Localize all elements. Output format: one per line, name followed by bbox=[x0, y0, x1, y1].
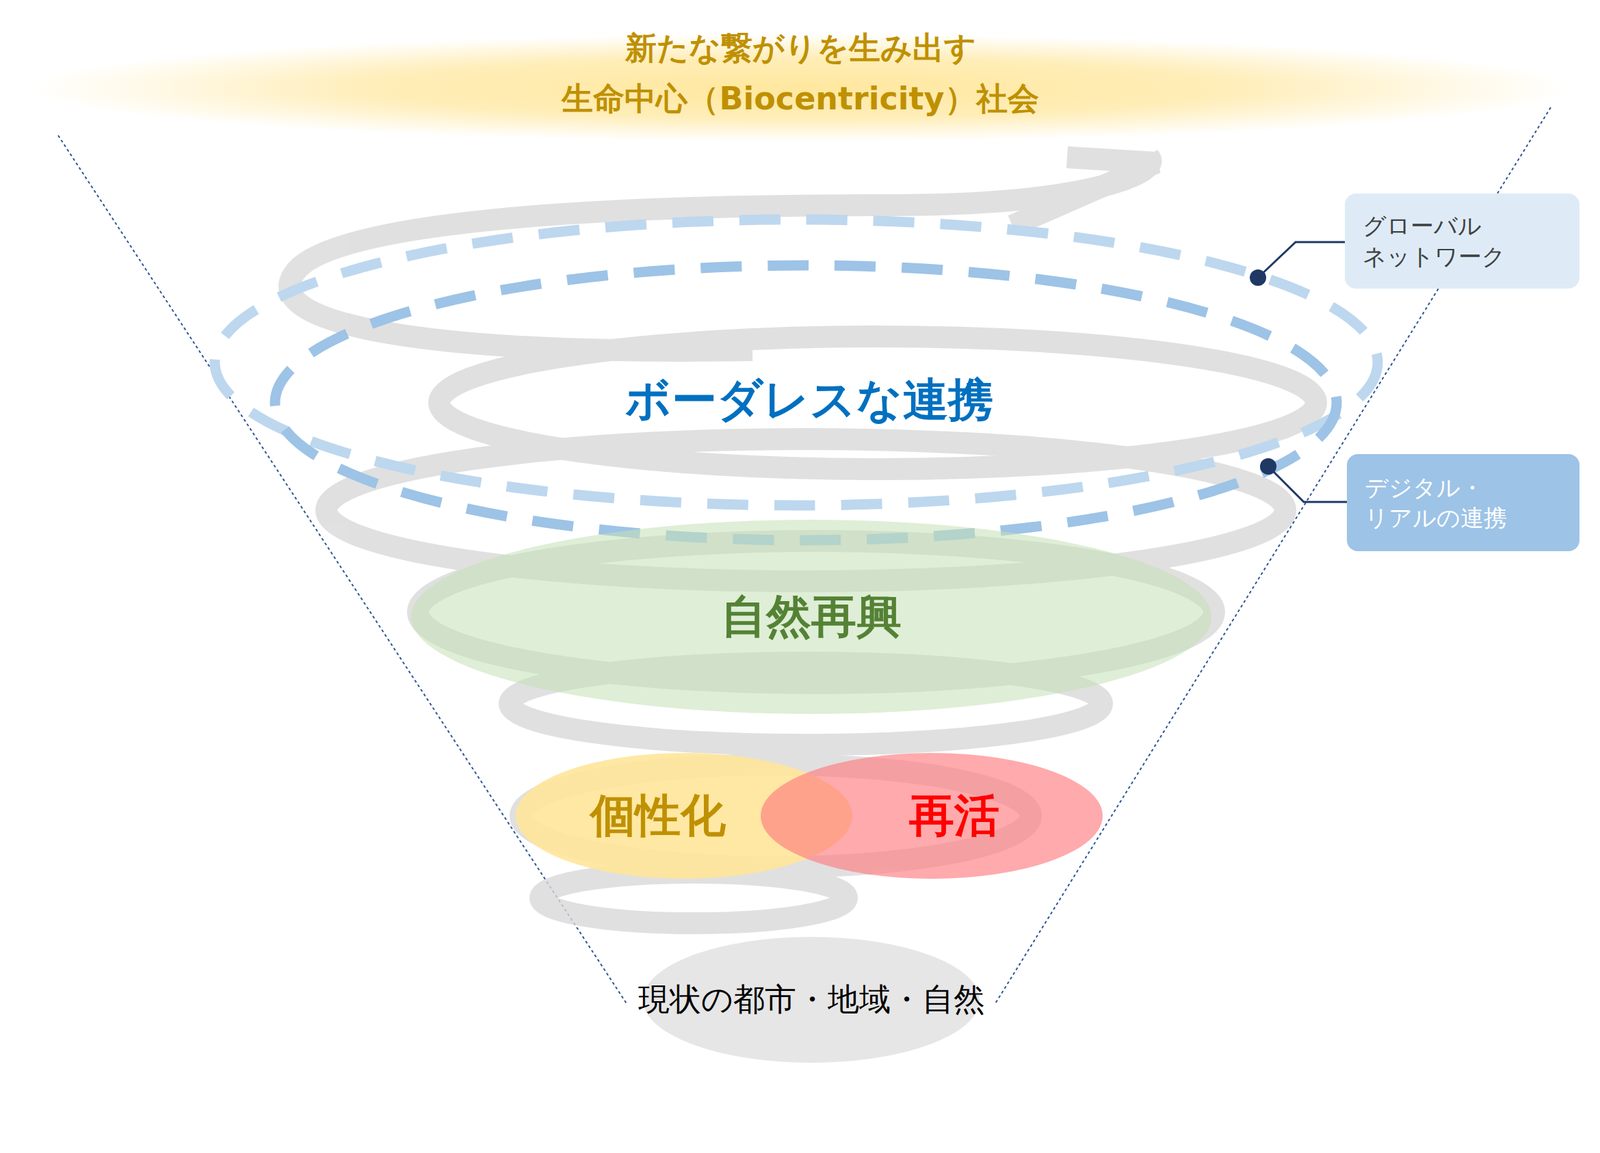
callout-box: グローバル ネットワーク bbox=[1344, 193, 1580, 289]
text-column: グローバル ネットワーク bbox=[1362, 210, 1568, 271]
spiral-ring bbox=[540, 872, 847, 924]
text-column: 個性化 bbox=[590, 788, 726, 843]
node-text: 再活 bbox=[909, 788, 1000, 843]
text-column: 再活 bbox=[909, 788, 1000, 843]
dashed-ring bbox=[274, 265, 1337, 541]
spiral-arrow bbox=[1012, 157, 1157, 226]
leader-dot bbox=[1260, 458, 1277, 475]
text-column: 自然再興 bbox=[720, 589, 902, 644]
node-text: グローバル ネットワーク bbox=[1362, 210, 1568, 271]
concept-ellipse bbox=[760, 753, 1103, 880]
text-column: 現状の都市・地域・自然 bbox=[638, 980, 986, 1019]
node-text: 個性化 bbox=[590, 788, 726, 843]
leader-line bbox=[1257, 242, 1345, 278]
node-shape bbox=[1346, 454, 1580, 552]
node-text: 自然再興 bbox=[720, 589, 902, 644]
node-shape bbox=[1344, 193, 1580, 289]
leader-line bbox=[1268, 466, 1347, 503]
concept-ellipse: 再活 bbox=[760, 753, 1103, 880]
callout-box: デジタル・ リアルの連携 bbox=[1346, 454, 1580, 552]
goal-ellipse: 新たな繋がりを生み出す 生命中心（Biocentricity）社会 bbox=[27, 13, 1574, 134]
concept-ellipse: 現状の都市・地域・自然 bbox=[643, 937, 980, 1064]
center-label: ボーダレスな連携 bbox=[625, 369, 994, 431]
node-text: デジタル・ リアルの連携 bbox=[1364, 472, 1570, 533]
concept-ellipse bbox=[411, 519, 1212, 715]
node-text: 現状の都市・地域・自然 bbox=[638, 980, 986, 1019]
callout-box bbox=[1346, 454, 1580, 552]
callout-box bbox=[1344, 193, 1580, 289]
node-text: 新たな繋がりを生み出す 生命中心（Biocentricity）社会 bbox=[526, 23, 1074, 124]
text-column: 新たな繋がりを生み出す 生命中心（Biocentricity）社会 bbox=[526, 23, 1074, 124]
concept-ellipse: 自然再興 bbox=[411, 519, 1212, 715]
leader-dot bbox=[1249, 269, 1267, 286]
text-column: デジタル・ リアルの連携 bbox=[1364, 472, 1570, 533]
